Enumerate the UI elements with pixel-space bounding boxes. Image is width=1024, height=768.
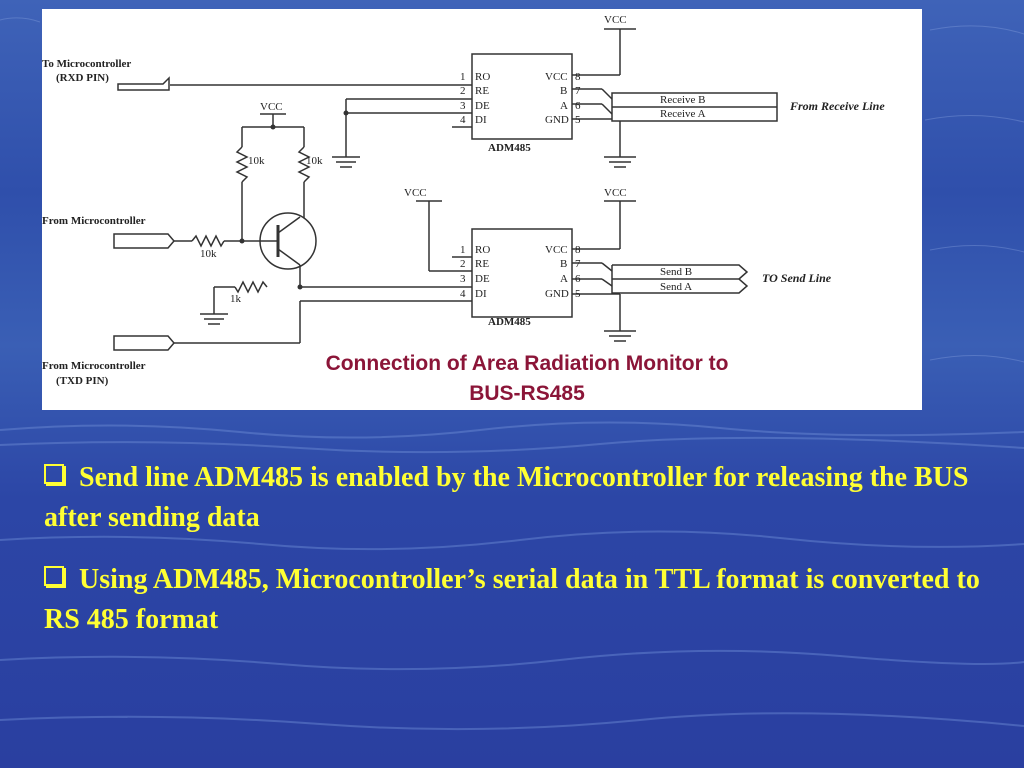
pin-number: 5 [575,114,581,126]
caption-line-2: BUS-RS485 [469,382,585,405]
rs485-schematic: To Microcontroller (RXD PIN) From Microc… [42,14,885,387]
label-to-microcontroller: To Microcontroller [42,58,131,70]
pin-name: VCC [545,244,568,256]
pin-name: GND [545,288,569,300]
pin-number: 8 [575,244,581,256]
schematic-panel: To Microcontroller (RXD PIN) From Microc… [42,9,922,410]
checkbox-bullet-icon [44,464,64,484]
label-txd-pin: (TXD PIN) [56,375,109,387]
pin-number: 5 [575,288,581,300]
label-from-microcontroller-txd: From Microcontroller [42,360,146,372]
pin-name: B [560,258,567,270]
label-to-send-line: TO Send Line [762,271,832,285]
pin-number: 1 [460,244,466,256]
label-receive-b: Receive B [660,94,706,106]
pin-number: 4 [460,288,466,300]
label-chip-top: ADM485 [488,142,531,154]
bullet-text: Using ADM485, Microcontroller’s serial d… [44,564,980,635]
label-chip-bottom: ADM485 [488,316,531,328]
bullet-item: Using ADM485, Microcontroller’s serial d… [44,560,1004,640]
pin-name: RO [475,244,490,256]
pin-name: A [560,273,568,285]
label-vcc-top: VCC [604,14,627,26]
pin-number: 3 [460,273,466,285]
checkbox-bullet-icon [44,566,64,586]
pin-number: 6 [575,100,581,112]
bullet-list: Send line ADM485 is enabled by the Micro… [44,458,1004,662]
pin-name: RO [475,71,490,83]
pin-name: DE [475,100,490,112]
pin-number: 7 [575,258,581,270]
pin-name: DI [475,114,487,126]
pin-name: DI [475,288,487,300]
caption-line-1: Connection of Area Radiation Monitor to [325,352,729,375]
pin-number: 4 [460,114,466,126]
bullet-item: Send line ADM485 is enabled by the Micro… [44,458,1004,538]
pin-number: 1 [460,71,466,83]
label-resistor-10k-c: 10k [200,248,217,260]
pin-name: B [560,85,567,97]
label-resistor-10k-a: 10k [248,155,265,167]
pin-name: DE [475,273,490,285]
label-resistor-1k: 1k [230,293,242,305]
bullet-text: Send line ADM485 is enabled by the Micro… [44,462,969,533]
pin-number: 8 [575,71,581,83]
pin-number: 3 [460,100,466,112]
label-vcc-bottom-right: VCC [604,187,627,199]
pin-name: VCC [545,71,568,83]
pin-name: RE [475,258,489,270]
label-vcc-bottom-left: VCC [404,187,427,199]
pin-number: 6 [575,273,581,285]
pin-name: A [560,100,568,112]
label-receive-a: Receive A [660,108,706,120]
pin-number: 2 [460,85,466,97]
label-send-a: Send A [660,281,692,293]
label-from-receive-line: From Receive Line [789,99,885,113]
pin-number: 7 [575,85,581,97]
label-from-microcontroller: From Microcontroller [42,215,146,227]
pin-name: GND [545,114,569,126]
pin-name: RE [475,85,489,97]
label-send-b: Send B [660,266,692,278]
pin-number: 2 [460,258,466,270]
label-resistor-10k-b: 10k [306,155,323,167]
label-rxd-pin: (RXD PIN) [56,72,109,84]
diagram-caption: Connection of Area Radiation Monitor to … [222,349,832,409]
label-vcc-pullup: VCC [260,101,283,113]
